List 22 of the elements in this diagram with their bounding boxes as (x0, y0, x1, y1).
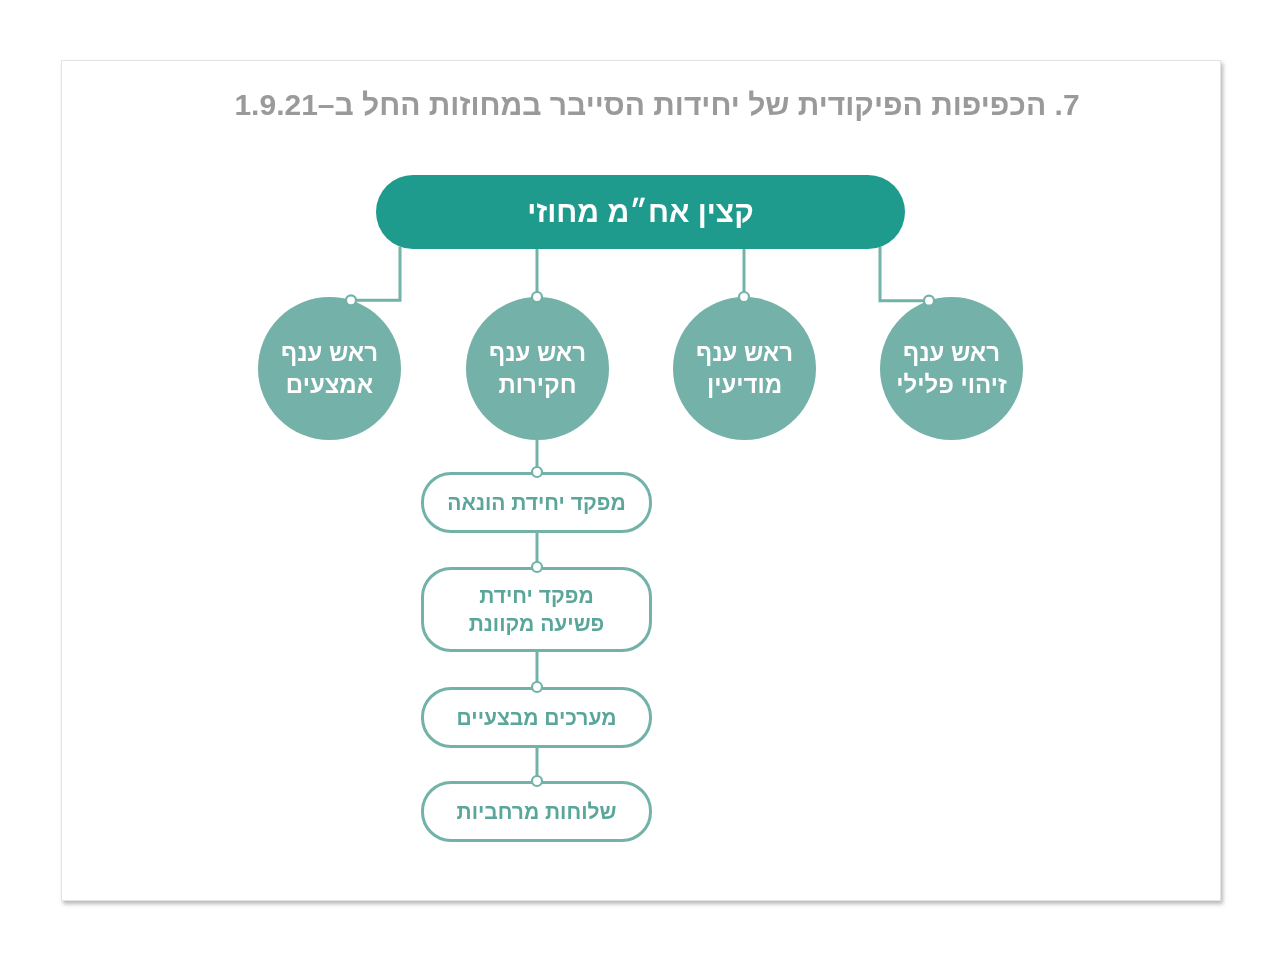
connector-line (530, 533, 544, 574)
connector-line (530, 249, 544, 304)
connector-line (530, 748, 544, 788)
diagram-title: 7. הכפיפות הפיקודית של יחידות הסייבר במחוזות החל ב–1.9.21 (234, 88, 1080, 122)
rounded-box (421, 781, 652, 842)
node-label: מערכים מבצעיים (456, 704, 617, 731)
node-label: ראש ענף חקירות (487, 338, 588, 400)
rounded-box (421, 567, 652, 652)
connector-line (344, 246, 402, 307)
connector-line (530, 440, 544, 479)
connector-line (530, 652, 544, 694)
node-label: מפקד יחידת פשיעה מקוונת (467, 583, 606, 637)
connector-line (878, 247, 936, 307)
node-label: מפקד יחידת הונאה (447, 489, 626, 516)
node-label: ראש ענף מודיעין (694, 338, 795, 400)
node-label: קצין אח״מ מחוזי (527, 195, 754, 229)
node-label: ראש ענף זיהוי פלילי (895, 338, 1008, 400)
rounded-box (421, 687, 652, 748)
connector-line (737, 249, 751, 304)
node-label: שלוחות מרחביות (456, 798, 617, 825)
node-label: ראש ענף אמצעים (279, 338, 380, 400)
rounded-box (421, 472, 652, 533)
